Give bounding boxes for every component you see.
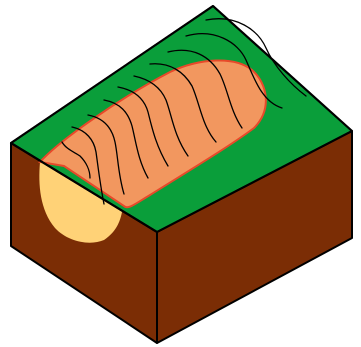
contour-line xyxy=(167,49,243,129)
contour-line xyxy=(103,99,149,179)
contour-line xyxy=(71,126,105,205)
highlighted-zone xyxy=(38,59,267,209)
ground-surface-outline xyxy=(10,5,353,233)
contour-line xyxy=(133,75,189,157)
contour-line xyxy=(185,33,283,109)
exposed-deposit-section xyxy=(39,162,125,243)
contour-line xyxy=(87,114,125,195)
contour-line xyxy=(117,86,169,167)
contour-line xyxy=(149,63,217,143)
contour-line xyxy=(61,141,91,179)
contour-lines xyxy=(61,18,307,205)
